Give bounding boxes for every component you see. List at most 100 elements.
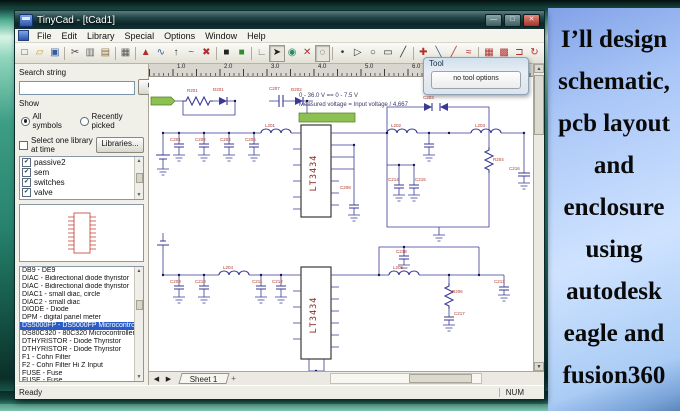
close-button[interactable]: ✕ [523,13,540,27]
net-grid-icon[interactable]: ▦ [484,46,494,58]
checkbox-icon[interactable] [22,157,31,167]
component-row[interactable]: F1 - Cohn Filter [22,353,71,361]
block-icon[interactable]: ■ [223,46,230,58]
library-row[interactable]: switches [20,177,143,187]
no-tool-options-button[interactable]: no tool options [431,71,521,89]
area-select-icon[interactable]: ◌ [314,44,330,62]
library-list-scrollbar[interactable]: ▲ ▼ [134,157,143,199]
library-list[interactable]: passive2 sem switches [19,156,144,200]
libraries-button[interactable]: Libraries... [96,137,144,153]
radio-recently-picked[interactable]: Recently picked [80,112,144,130]
paste-icon[interactable]: ▤ [100,46,111,58]
component-list[interactable]: DB9 - DE9 DIAC - Bidirectional diode thy… [19,266,144,382]
scroll-up-icon[interactable]: ▲ [534,64,544,73]
scroll-up-icon[interactable]: ▲ [136,268,142,274]
scroll-down-icon[interactable]: ▼ [136,192,142,198]
component-row[interactable]: FUSE - Fuse [22,377,63,382]
cut-icon[interactable]: ✂ [70,46,80,58]
menu-item[interactable]: Edit [61,30,78,41]
promo-text-line: I’ll design [560,25,668,53]
sheet-tab[interactable]: Sheet 1 [178,373,230,384]
canvas-vertical-scrollbar[interactable]: ▲ ▼ [533,64,544,371]
print-icon[interactable]: ▦ [120,46,131,58]
line-icon[interactable]: ╱ [400,46,407,58]
scroll-thumb[interactable] [135,173,143,183]
scroll-thumb[interactable] [409,374,472,383]
power-icon[interactable]: ■ [238,46,245,58]
menu-item[interactable]: Options [164,30,196,41]
schematic-canvas[interactable]: 0 - 36.0 V == 0 - 7.5 V Measured voltage… [149,77,533,371]
scroll-thumb[interactable] [534,75,544,135]
squiggle-icon[interactable]: ≈ [466,46,472,58]
delete-icon[interactable]: ✖ [202,46,211,58]
checkbox-icon[interactable] [22,167,31,177]
maximize-button[interactable]: □ [504,13,521,27]
component-row[interactable]: DIODE - Diode [22,306,69,314]
pointer-icon[interactable]: ➤ [269,44,285,62]
minimize-button[interactable]: — [485,13,502,27]
menu-item[interactable]: File [37,30,52,41]
library-row[interactable]: sem [20,167,143,177]
pin-icon[interactable]: ✚ [419,46,428,58]
net-grid-alt-icon[interactable]: ▩ [499,46,509,58]
rectangle-icon[interactable]: ▭ [383,46,393,58]
export-block-icon[interactable]: ⊐ [515,46,524,58]
open-file-icon[interactable]: ▱ [35,46,44,58]
zoom-icon[interactable]: ◉ [287,46,297,58]
menu-item[interactable]: Library [87,30,115,41]
menu-item[interactable]: Window [205,30,238,41]
component-row[interactable]: DTHYRISTOR - Diode Thyristor [22,345,121,353]
library-row[interactable]: valve [20,187,143,197]
component-row[interactable]: DS5000FP - DS5000FP Microcontroller [20,322,143,331]
wire-icon[interactable]: ∿ [156,46,166,58]
component-row[interactable]: DIAC - Bidirectional diode thyristor [22,274,129,282]
checkbox-icon[interactable] [22,187,31,197]
promo-text-line: enclosure [563,193,665,221]
component-list-scrollbar[interactable]: ▲ ▼ [134,267,143,381]
component-row[interactable]: DPM - digital panel meter [22,314,101,322]
scroll-down-icon[interactable]: ▼ [534,362,544,371]
svg-text:C215: C215 [415,177,426,182]
sheet-prev-icon[interactable]: ◀ [153,375,160,383]
scroll-thumb[interactable] [135,300,143,310]
svg-text:L203: L203 [475,123,486,128]
bus-icon[interactable]: ╱ [450,46,457,58]
canvas-horizontal-scrollbar[interactable] [330,373,482,384]
zoom-out-icon[interactable]: ✕ [303,46,312,58]
checkbox-icon[interactable] [22,177,31,187]
component-row[interactable]: DB9 - DE9 [22,267,56,274]
bus-entry-icon[interactable]: ╲ [435,46,442,58]
copy-icon[interactable]: ▥ [85,46,95,58]
component-row[interactable]: DIAC - Bidirectional diode thyristor [22,282,129,290]
scroll-up-icon[interactable]: ▲ [136,158,142,164]
ruler-number: 5.0 [365,64,374,70]
component-row[interactable]: DTHYRISTOR - Diode Thyristor [22,338,121,346]
svg-text:D201: D201 [213,87,224,92]
net-label-icon[interactable]: ▷ [353,46,362,58]
component-row[interactable]: DIAC1 - small diac, circle [22,290,101,298]
library-row[interactable]: passive2 [20,157,143,167]
menu-item[interactable]: Help [247,30,266,41]
ic1-label: LT3434 [309,155,319,192]
search-input[interactable] [19,81,135,95]
annotation-icon[interactable]: ▲ [140,46,151,58]
checkbox-icon[interactable] [19,140,28,150]
component-row[interactable]: FUSE - Fuse [22,369,63,377]
scroll-down-icon[interactable]: ▼ [136,374,142,380]
ellipse-icon[interactable]: ○ [369,46,376,58]
junction-icon[interactable]: • [340,46,345,58]
component-row[interactable]: DS80C320 - 80C320 Microcontroller [22,330,135,338]
sheet-next-icon[interactable]: ▶ [165,375,172,383]
origin-icon[interactable]: ∟ [256,46,267,58]
new-file-icon[interactable]: □ [21,46,28,58]
rotate-icon[interactable]: ↻ [530,46,539,58]
title-bar[interactable]: TinyCad - [tCad1] — □ ✕ [15,11,544,29]
arrow-icon[interactable]: ↑ [173,46,179,58]
save-file-icon[interactable]: ▣ [50,46,60,58]
curve-icon[interactable]: ~ [188,46,195,58]
menu-item[interactable]: Special [124,30,155,41]
radio-all-symbols[interactable]: All symbols [21,112,70,130]
add-sheet-button[interactable]: + [231,374,236,383]
component-row[interactable]: DIAC2 - small diac [22,298,80,306]
component-row[interactable]: F2 - Cohn Filter Hi Z Input [22,361,103,369]
